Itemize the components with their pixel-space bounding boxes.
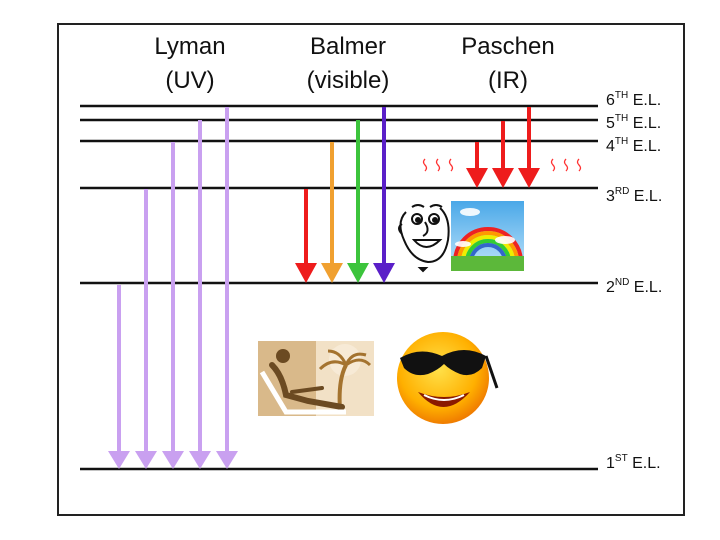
lyman-title: Lyman (UV) [130, 30, 250, 98]
lyman-arrow-2-1 [108, 285, 130, 469]
lyman-arrows [108, 107, 238, 469]
paschen-arrows [466, 107, 540, 188]
balmer-arrow-violet [373, 107, 395, 283]
balmer-title: Balmer (visible) [288, 30, 408, 98]
balmer-arrow-orange [321, 142, 343, 283]
lyman-arrow-3-1 [135, 189, 157, 469]
balmer-arrows [295, 107, 395, 283]
paschen-arrow-5-3 [492, 121, 514, 188]
lyman-name: Lyman [154, 33, 226, 60]
level-6-label: 6TH E.L. [606, 90, 662, 109]
level-2-label: 2ND E.L. [606, 277, 663, 296]
level-3-label: 3RD E.L. [606, 186, 663, 205]
balmer-region: (visible) [306, 67, 390, 94]
sunbathing-person-icon [258, 341, 374, 416]
balmer-arrow-green [347, 120, 369, 283]
cartoon-face-icon [398, 204, 450, 273]
sun-with-sunglasses-icon [397, 332, 499, 424]
balmer-name: Balmer [309, 33, 387, 60]
level-5-label: 5TH E.L. [606, 113, 662, 132]
paschen-arrow-4-3 [466, 142, 488, 188]
lyman-arrow-5-1 [189, 120, 211, 469]
paschen-title: Paschen (IR) [448, 30, 568, 98]
balmer-arrow-red [295, 189, 317, 283]
ir-wave-icon-left [422, 158, 454, 172]
level-1-label: 1ST E.L. [606, 453, 661, 472]
lyman-region: (UV) [165, 67, 215, 94]
paschen-arrow-6-3 [518, 107, 540, 188]
rainbow-icon [451, 201, 524, 271]
paschen-region: (IR) [488, 67, 528, 94]
level-4-label: 4TH E.L. [606, 136, 662, 155]
paschen-name: Paschen [461, 33, 555, 60]
ir-wave-icon-right [550, 158, 582, 172]
energy-levels [80, 104, 598, 471]
lyman-arrow-6-1 [216, 107, 238, 469]
lyman-arrow-4-1 [162, 142, 184, 469]
